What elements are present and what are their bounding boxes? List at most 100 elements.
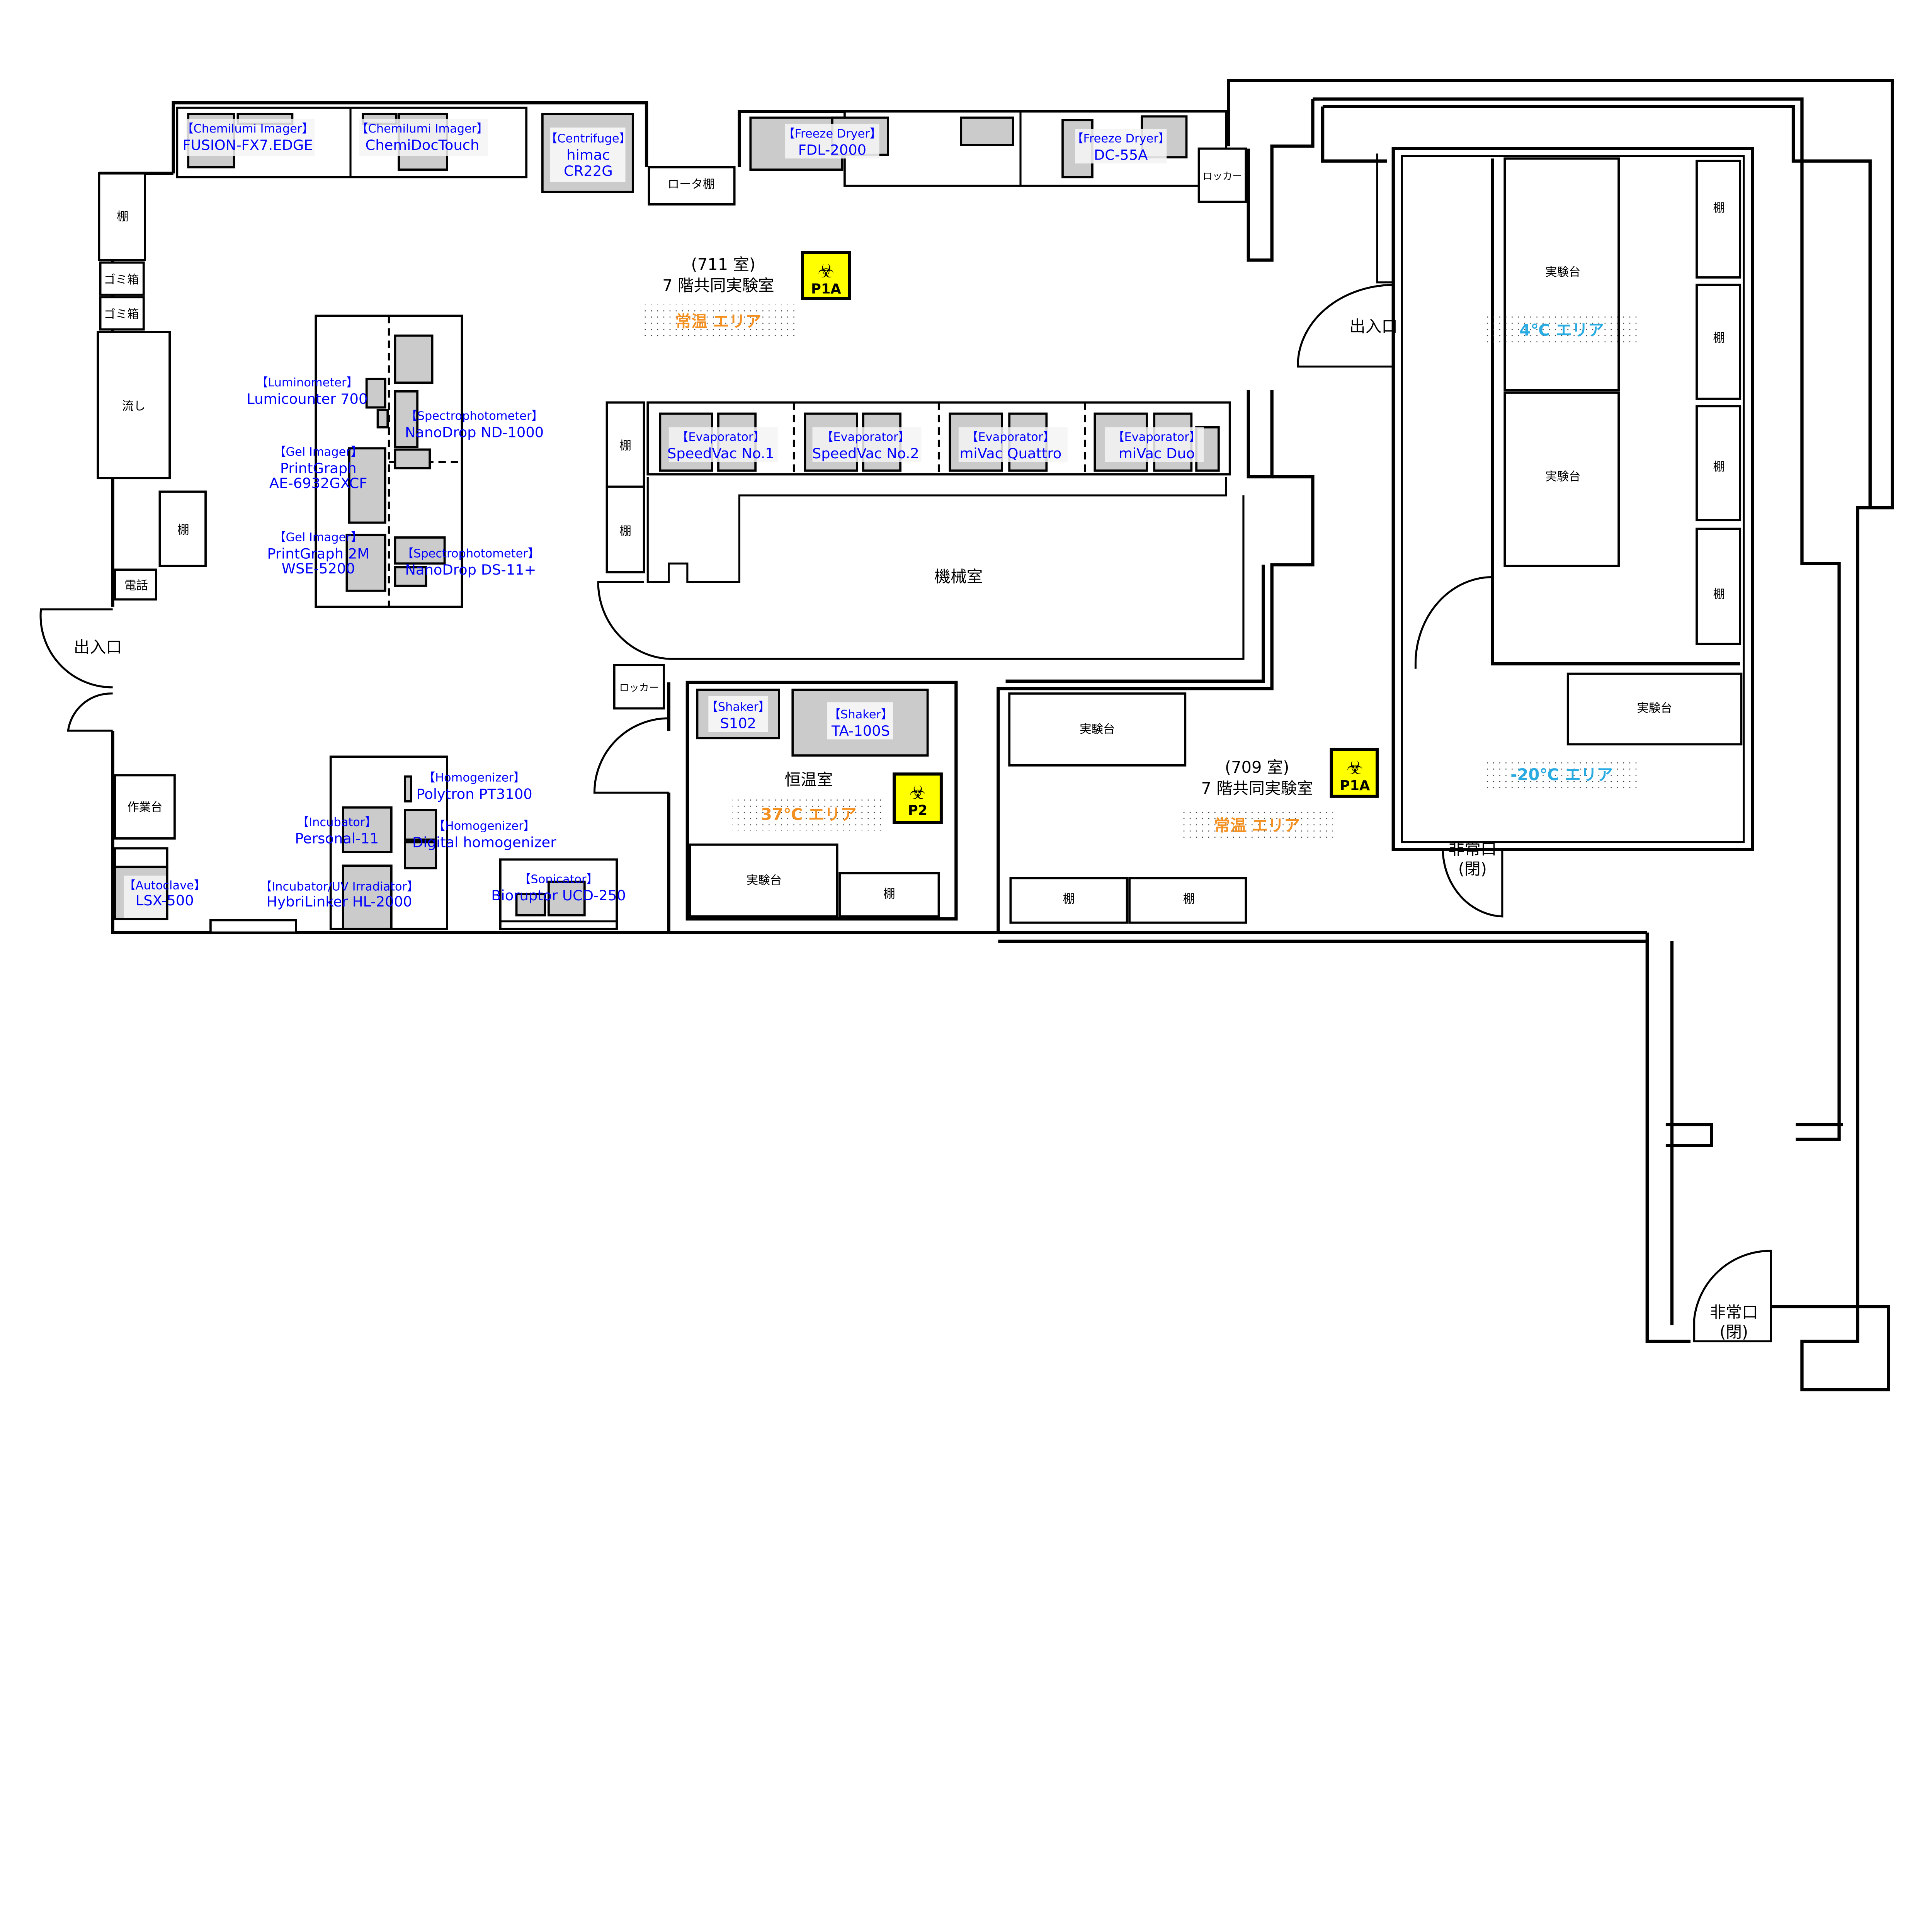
- svg-text:棚: 棚: [1713, 332, 1725, 345]
- shelf-cold-2: 棚: [1696, 284, 1742, 400]
- room-709-area: 常温 エリア: [1214, 816, 1300, 835]
- equipment-nanodrop-ds11[interactable]: 【Spectrophotometer】 NanoDrop DS-11+: [402, 547, 540, 578]
- equipment-nanodrop-nd1000[interactable]: 【Spectrophotometer】 NanoDrop ND-1000: [405, 410, 544, 441]
- svg-text:【Incubator】: 【Incubator】: [297, 816, 377, 829]
- biosafety-badge-709: ☣ P1A: [1330, 748, 1379, 798]
- shelf-cold-3: 棚: [1696, 405, 1742, 522]
- shelf-evap-2: 棚: [605, 485, 645, 573]
- svg-text:【Spectrophotometer】: 【Spectrophotometer】: [405, 410, 543, 423]
- svg-text:【Chemilumi Imager】: 【Chemilumi Imager】: [356, 122, 488, 136]
- svg-text:【Luminometer】: 【Luminometer】: [256, 376, 358, 389]
- equipment-sonicator[interactable]: 【Sonicator】Bioruptor UCD-250: [491, 872, 626, 904]
- locker-top: ロッカー: [1197, 147, 1247, 203]
- svg-text:【Evaporator】: 【Evaporator】: [821, 430, 910, 444]
- equipment-luminometer[interactable]: 【Luminometer】 Lumicounter 700: [247, 376, 367, 407]
- walls: [99, 79, 1894, 1391]
- svg-text:Personal-11: Personal-11: [295, 830, 379, 847]
- entrance-label-left: 出入口: [74, 638, 122, 656]
- svg-text:TA-100S: TA-100S: [831, 723, 890, 739]
- lab-bench-cold-2: 実験台: [1503, 391, 1620, 567]
- svg-text:P2: P2: [908, 803, 927, 818]
- svg-text:非常口: 非常口: [1448, 840, 1497, 859]
- equipment-shaker-ta100s[interactable]: 【Shaker】 TA-100S: [791, 689, 929, 757]
- svg-text:SpeedVac No.2: SpeedVac No.2: [812, 445, 919, 462]
- equipment-speedvac-2[interactable]: 【Evaporator】SpeedVac No.2: [812, 427, 922, 462]
- sink: 流し: [97, 331, 171, 480]
- svg-text:【Freeze Dryer】: 【Freeze Dryer】: [783, 127, 881, 141]
- svg-text:実験台: 実験台: [1637, 702, 1672, 715]
- equipment-printgraph-2m[interactable]: 【Gel Imager】 PrintGraph 2M WSE-5200: [267, 531, 369, 577]
- shelf-709-2: 棚: [1128, 877, 1247, 924]
- emergency-exit-1: 非常口 (閉): [1448, 840, 1497, 878]
- equipment-chemilumi-chemidoc[interactable]: 【Chemilumi Imager】 ChemiDocTouch: [356, 119, 488, 156]
- svg-text:棚: 棚: [177, 523, 189, 537]
- svg-text:棚: 棚: [117, 210, 128, 224]
- equipment-hybrilinker[interactable]: 【Incubator/UV Irradiator】HybriLinker HL-…: [260, 880, 419, 910]
- svg-text:【Autoclave】: 【Autoclave】: [124, 879, 206, 892]
- room-711-name: 7 階共同実験室: [662, 276, 774, 295]
- svg-text:ロッカー: ロッカー: [619, 682, 659, 694]
- svg-text:実験台: 実験台: [747, 874, 782, 887]
- cold-area-4c: 4℃ エリア: [1519, 321, 1604, 340]
- svg-text:Polytron PT3100: Polytron PT3100: [416, 786, 532, 802]
- workbench: 作業台: [114, 774, 176, 840]
- equipment-chemilumi-fusion[interactable]: 【Chemilumi Imager】 FUSION-FX7.EDGE: [182, 119, 315, 156]
- svg-text:実験台: 実験台: [1545, 266, 1580, 279]
- shelf-left-mid: 棚: [158, 490, 207, 567]
- equipment-mivac-duo[interactable]: 【Evaporator】miVac Duo: [1104, 427, 1204, 462]
- svg-text:miVac Duo: miVac Duo: [1119, 445, 1195, 462]
- room-711-area: 常温 エリア: [675, 312, 762, 331]
- svg-text:作業台: 作業台: [127, 801, 162, 814]
- svg-text:【Homogenizer】: 【Homogenizer】: [433, 819, 535, 833]
- biosafety-badge-p2: ☣ P2: [893, 772, 943, 824]
- shelf-evap-1: 棚: [605, 401, 645, 488]
- doors: [39, 284, 1772, 1342]
- svg-text:himac: himac: [566, 146, 610, 163]
- shelf-cold-4: 棚: [1696, 527, 1742, 645]
- svg-text:(閉): (閉): [1719, 1323, 1748, 1342]
- lab-bench-709: 実験台: [1008, 692, 1187, 767]
- svg-text:【Shaker】: 【Shaker】: [829, 708, 893, 721]
- svg-text:【Centrifuge】: 【Centrifuge】: [546, 132, 631, 146]
- equipment-freeze-dryer-dc[interactable]: 【Freeze Dryer】 DC-55A: [1061, 115, 1188, 179]
- svg-text:【Evaporator】: 【Evaporator】: [677, 430, 765, 444]
- svg-text:P1A: P1A: [811, 281, 841, 297]
- equipment-mivac-quattro[interactable]: 【Evaporator】miVac Quattro: [958, 427, 1068, 462]
- svg-text:【Freeze Dryer】: 【Freeze Dryer】: [1071, 132, 1170, 146]
- svg-text:【Chemilumi Imager】: 【Chemilumi Imager】: [182, 122, 314, 136]
- equipment-homogenizer-digital[interactable]: 【Homogenizer】Digital homogenizer: [412, 819, 556, 850]
- svg-text:ChemiDocTouch: ChemiDocTouch: [366, 137, 480, 153]
- svg-text:HybriLinker HL-2000: HybriLinker HL-2000: [267, 893, 412, 910]
- freezer-area-minus20: -20℃ エリア: [1510, 765, 1613, 784]
- svg-text:棚: 棚: [1713, 201, 1725, 215]
- svg-text:【Homogenizer】: 【Homogenizer】: [423, 771, 526, 784]
- svg-text:棚: 棚: [1183, 893, 1195, 906]
- equipment-centrifuge[interactable]: 【Centrifuge】 himac CR22G: [541, 112, 634, 193]
- svg-text:棚: 棚: [1713, 588, 1725, 601]
- equipment-freeze-dryer-fdl[interactable]: 【Freeze Dryer】 FDL-2000: [749, 116, 889, 171]
- svg-text:Bioruptor UCD-250: Bioruptor UCD-250: [491, 887, 626, 904]
- machine-room-label: 機械室: [934, 567, 983, 586]
- equipment-printgraph[interactable]: 【Gel Imager】 PrintGraph AE-6932GXCF: [269, 445, 367, 491]
- svg-text:P1A: P1A: [1340, 778, 1370, 794]
- room-709-number: (709 室): [1225, 758, 1289, 777]
- svg-text:【Incubator/UV Irradiator】: 【Incubator/UV Irradiator】: [260, 880, 419, 893]
- svg-text:ロッカー: ロッカー: [1202, 171, 1242, 182]
- phone: 電話: [114, 568, 157, 601]
- equipment-speedvac-1[interactable]: 【Evaporator】SpeedVac No.1: [667, 427, 778, 462]
- svg-text:NanoDrop DS-11+: NanoDrop DS-11+: [405, 561, 536, 578]
- biohazard-icon: ☣: [909, 782, 926, 803]
- equipment-homogenizer-polytron[interactable]: 【Homogenizer】 Polytron PT3100: [416, 771, 532, 802]
- svg-text:WSE-5200: WSE-5200: [282, 560, 355, 577]
- lab-bench-cold-1: 実験台: [1503, 157, 1620, 391]
- svg-text:PrintGraph: PrintGraph: [280, 460, 357, 476]
- equipment-incubator-personal[interactable]: 【Incubator】Personal-11: [295, 816, 379, 847]
- svg-text:【Gel Imager】: 【Gel Imager】: [274, 531, 362, 544]
- svg-text:棚: 棚: [619, 525, 631, 538]
- equipment-autoclave[interactable]: 【Autoclave】LSX-500: [114, 866, 206, 920]
- room-709-name: 7 階共同実験室: [1201, 779, 1313, 798]
- svg-text:LSX-500: LSX-500: [136, 892, 194, 909]
- equipment-shaker-s102[interactable]: 【Shaker】S102: [696, 689, 780, 740]
- svg-text:(閉): (閉): [1458, 859, 1487, 878]
- svg-text:ゴミ箱: ゴミ箱: [104, 308, 139, 321]
